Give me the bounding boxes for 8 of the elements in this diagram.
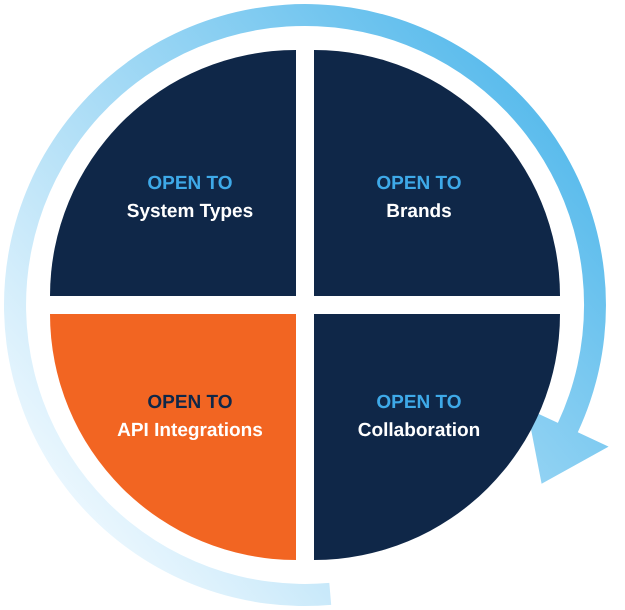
segment-heading: OPEN TO [375,172,463,196]
segment-label: API Integrations [116,419,264,443]
segment-heading: OPEN TO [146,172,234,196]
segment-heading: OPEN TO [375,391,463,415]
segment-heading: OPEN TO [146,391,234,415]
segment-label: System Types [126,200,254,224]
segment-label: Brands [385,200,453,224]
segment-label: Collaboration [356,419,482,443]
